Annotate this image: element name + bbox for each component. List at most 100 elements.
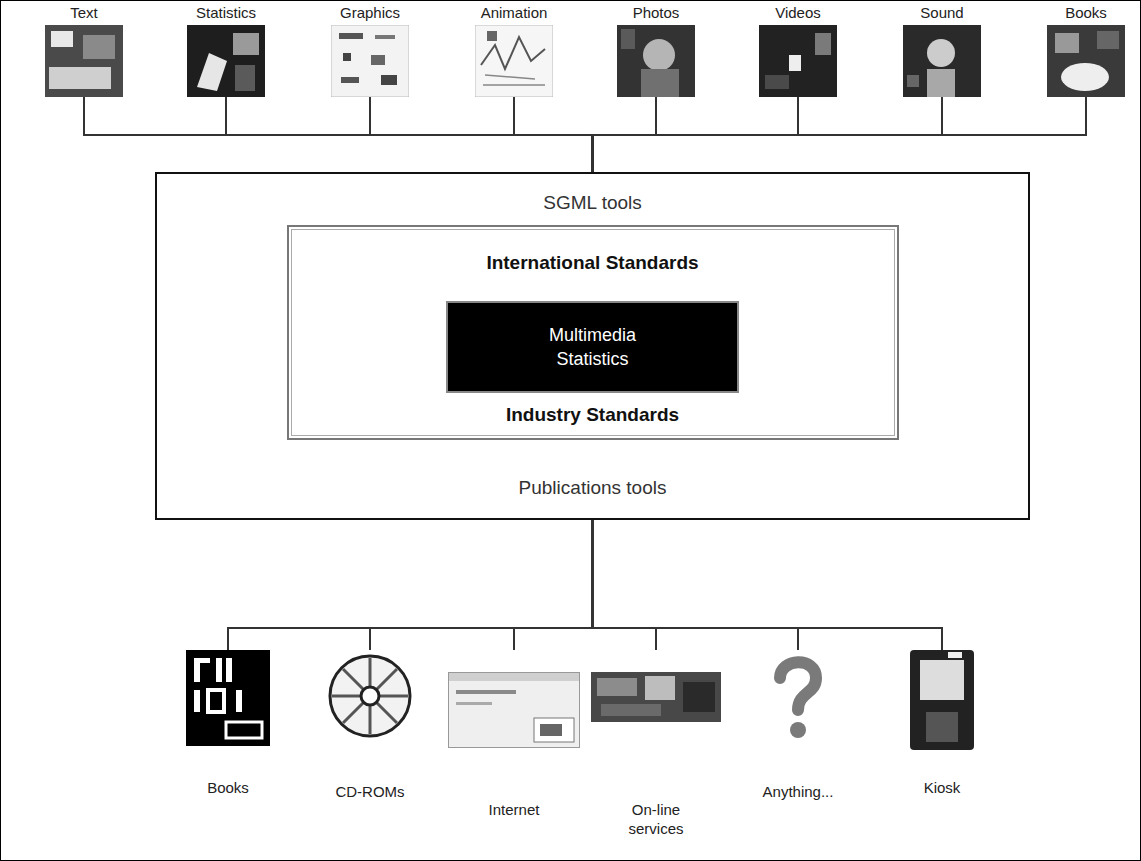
output-icon <box>186 650 270 746</box>
connector-line <box>370 97 593 172</box>
standards-heading: International Standards <box>289 252 897 274</box>
tools-footer: Publications tools <box>157 477 1028 499</box>
icon-shape <box>927 39 955 67</box>
media-source: Animation <box>459 4 569 97</box>
icon-area <box>872 650 1012 778</box>
connector-line <box>228 520 593 650</box>
icon-shape <box>780 662 816 710</box>
icon-shape <box>903 25 981 97</box>
output-channel: Kiosk <box>872 650 1012 797</box>
media-label: Sound <box>887 4 997 22</box>
media-source: Photos <box>601 4 711 97</box>
output-label: Internet <box>464 800 564 819</box>
standards-content: Multimedia Statistics <box>289 301 897 393</box>
icon-shape <box>361 687 379 705</box>
media-source: Books <box>1031 4 1141 97</box>
output-label: CD-ROMs <box>320 782 420 801</box>
icon-shape <box>641 69 679 97</box>
media-thumbnail <box>903 25 981 97</box>
icon-shape <box>449 673 580 748</box>
connector-line <box>226 97 593 172</box>
icon-shape <box>617 25 695 97</box>
media-label: Books <box>1031 4 1141 22</box>
output-icon <box>910 650 974 750</box>
icon-area <box>586 672 726 800</box>
connector-line <box>514 520 593 650</box>
icon-area <box>300 654 440 782</box>
icon-shape <box>683 682 715 712</box>
icon-shape <box>381 75 397 85</box>
output-channel: CD-ROMs <box>300 650 440 801</box>
media-label: Animation <box>459 4 569 22</box>
output-channel: On-line services <box>586 650 726 838</box>
media-thumbnail <box>45 25 123 97</box>
icon-shape <box>789 55 801 71</box>
output-channel: Anything... <box>728 650 868 801</box>
icon-shape <box>194 658 210 663</box>
icon-shape <box>49 67 111 89</box>
icon-shape <box>540 724 562 736</box>
output-label: On-line services <box>606 800 706 838</box>
icon-shape <box>51 31 73 47</box>
icon-shape <box>194 690 200 712</box>
connector-line <box>593 97 1087 172</box>
icon-shape <box>790 722 806 738</box>
icon-shape <box>197 53 227 91</box>
icon-area <box>444 672 584 800</box>
icon-shape <box>910 650 974 750</box>
icon-shape <box>1047 25 1125 97</box>
icon-shape <box>645 676 675 700</box>
icon-shape <box>343 53 351 61</box>
icon-shape <box>643 39 675 71</box>
icon-shape <box>475 25 553 97</box>
icon-shape <box>208 690 224 712</box>
icon-shape <box>759 25 837 97</box>
icon-shape <box>591 672 721 722</box>
icon-shape <box>449 673 579 681</box>
output-channel: Internet <box>444 650 584 819</box>
icon-shape <box>601 704 661 716</box>
media-thumbnail <box>331 25 409 97</box>
icon-shape <box>926 712 958 742</box>
media-source: Statistics <box>171 4 281 97</box>
media-label: Text <box>29 4 139 22</box>
icon-shape <box>481 37 545 69</box>
icon-shape <box>456 690 516 694</box>
icon-shape <box>534 718 574 742</box>
media-label: Statistics <box>171 4 281 22</box>
icon-shape <box>226 722 262 738</box>
icon-shape <box>331 25 409 97</box>
media-label: Photos <box>601 4 711 22</box>
icon-area <box>728 654 868 782</box>
core-box: Multimedia Statistics <box>446 301 739 393</box>
icon-shape <box>371 55 385 65</box>
icon-shape <box>236 690 242 712</box>
media-thumbnail <box>187 25 265 97</box>
tools-heading: SGML tools <box>157 192 1028 214</box>
icon-shape <box>235 65 255 91</box>
media-thumbnail <box>1047 25 1125 97</box>
icon-shape <box>487 31 497 41</box>
icon-shape <box>233 33 259 55</box>
icon-shape <box>456 702 492 705</box>
media-source: Text <box>29 4 139 97</box>
icon-shape <box>765 75 789 89</box>
icon-shape <box>330 656 410 736</box>
icon-area <box>158 650 298 778</box>
output-icon <box>448 672 580 748</box>
media-source: Graphics <box>315 4 425 97</box>
media-source: Sound <box>887 4 997 97</box>
icon-shape <box>907 75 919 87</box>
icon-shape <box>83 35 115 59</box>
icon-shape <box>927 69 955 97</box>
output-label: Anything... <box>748 782 848 801</box>
icon-shape <box>621 29 635 49</box>
icon-shape <box>341 77 359 83</box>
core-label: Multimedia Statistics <box>528 323 658 371</box>
media-source: Videos <box>743 4 853 97</box>
output-icon <box>328 654 412 738</box>
icon-shape <box>187 25 265 97</box>
icon-shape <box>226 658 232 682</box>
icon-shape <box>920 660 964 700</box>
